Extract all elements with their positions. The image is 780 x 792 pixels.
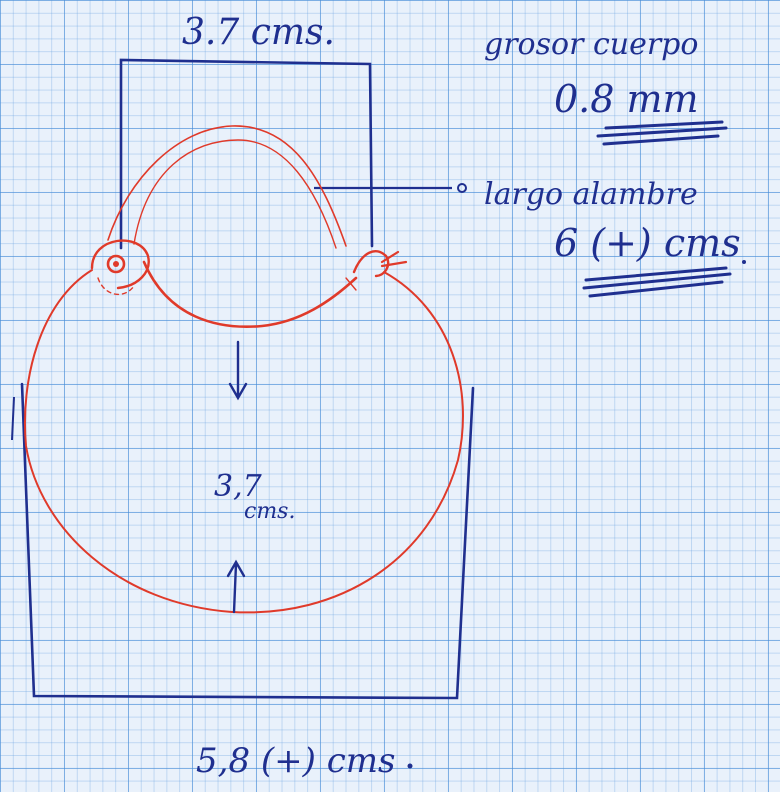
center-dimension-unit: cms.	[244, 499, 295, 524]
hook-loop-inner	[133, 139, 337, 249]
left-eyelet-dashes	[97, 277, 135, 296]
wire-thickness-label: grosor cuerpo	[484, 27, 698, 62]
right-clasp-tick	[345, 277, 357, 291]
wire-thickness-value: 0.8 mm	[554, 77, 699, 121]
top-dimension-bracket	[119, 58, 374, 250]
top-dimension-label: 3.7 cms.	[182, 12, 335, 53]
wire-length-value: 6 (+) cms	[554, 221, 741, 265]
body-curve	[24, 269, 464, 614]
wire-length-label: largo alambre	[484, 177, 698, 212]
left-eyelet-ring	[106, 254, 126, 274]
bottom-dot	[407, 763, 413, 769]
hook-loop-outer	[107, 125, 347, 247]
center-dimension-value: 3,7	[214, 469, 263, 504]
left-edge-mark	[11, 396, 15, 441]
bottom-frame	[20, 382, 475, 700]
wire-length-dot	[742, 260, 746, 264]
wire-length-underline	[582, 266, 732, 298]
right-clasp-tip	[380, 250, 408, 268]
neck-curve	[142, 260, 358, 328]
right-clasp	[352, 250, 390, 278]
down-arrow	[228, 340, 248, 401]
bottom-dimension-label: 5,8 (+) cms	[196, 741, 395, 781]
wire-drawing	[24, 125, 464, 614]
left-eyelet-dot	[113, 261, 119, 267]
up-arrow	[226, 559, 246, 614]
leader-dot	[457, 183, 467, 193]
center-dimension-arrows	[226, 340, 248, 614]
left-eyelet	[90, 239, 150, 290]
wire-thickness-underline	[596, 120, 728, 146]
